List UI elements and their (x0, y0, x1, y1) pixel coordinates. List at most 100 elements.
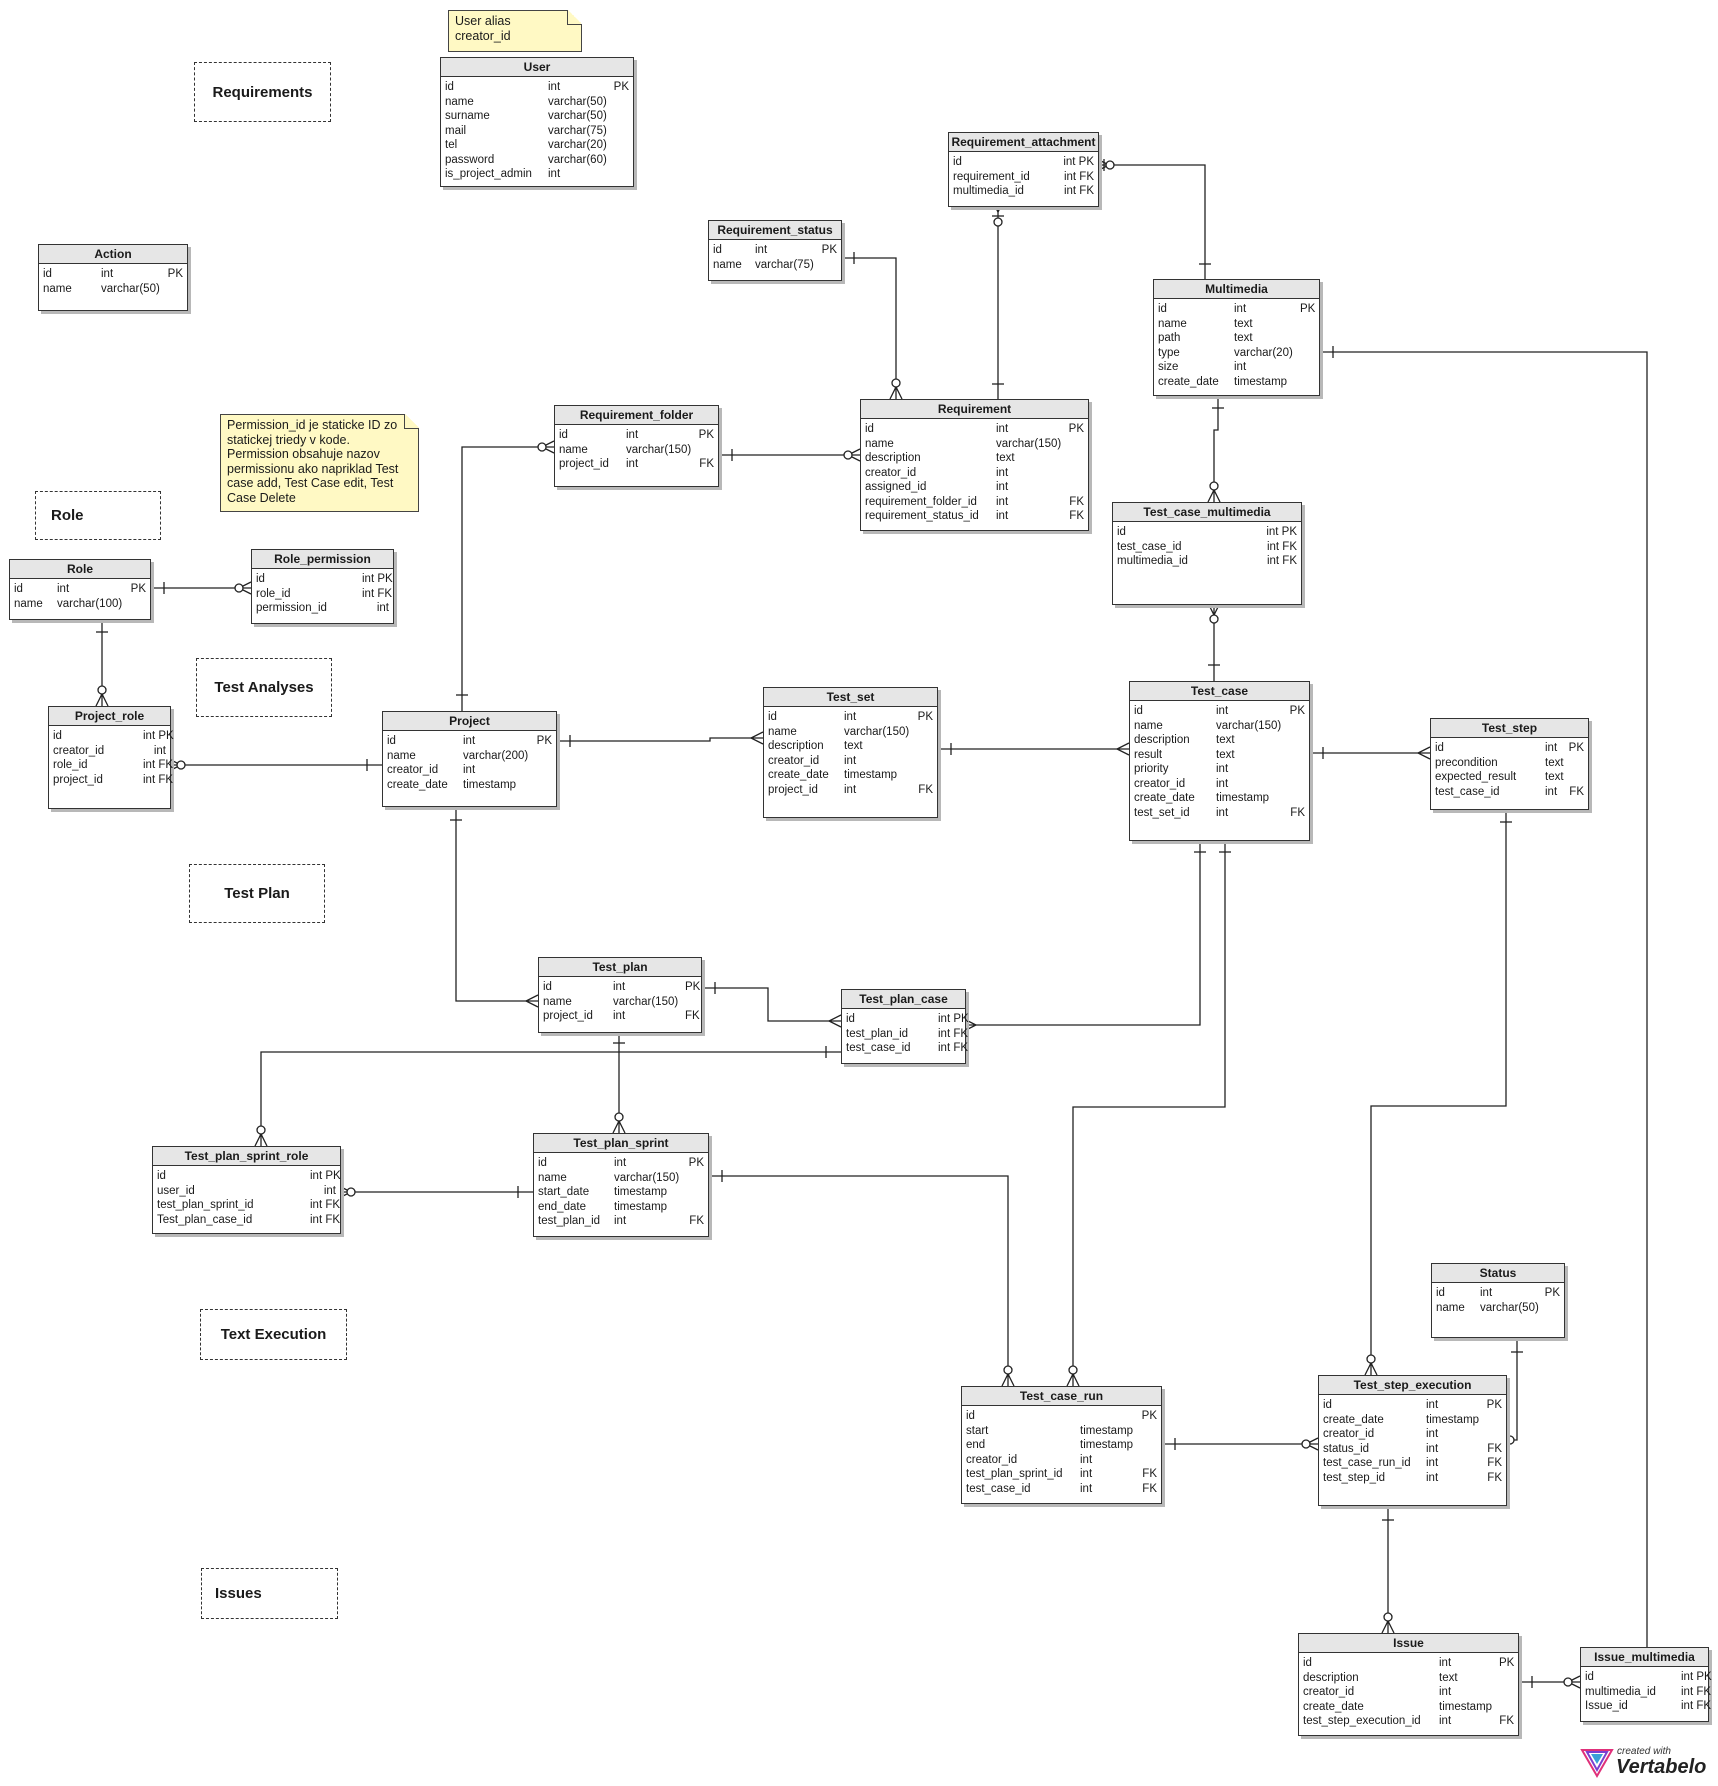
column-type (1671, 1699, 1681, 1714)
column-key: int FK (938, 1042, 969, 1054)
optional-marker (1209, 481, 1219, 491)
column-name: id (157, 1170, 166, 1182)
column-type: text (996, 452, 1015, 464)
area-test-plan[interactable]: Test Plan (189, 864, 325, 923)
area-issues[interactable]: Issues (201, 1568, 338, 1619)
column-type: int (844, 711, 857, 723)
column-key (686, 1185, 704, 1200)
column-name: path (1158, 332, 1181, 344)
column-key: PK (1300, 303, 1316, 315)
test-case-title: Test_case (1130, 682, 1309, 701)
column-type: int (1426, 1471, 1439, 1484)
column-type: timestamp (614, 1200, 668, 1213)
column-key: FK (1499, 1715, 1514, 1727)
column-name: result (1134, 748, 1163, 761)
column-key: FK (1487, 1457, 1502, 1469)
column-name: name (14, 597, 43, 610)
column-name: description (1303, 1671, 1359, 1684)
column-key: int PK (1063, 156, 1094, 168)
area-test-analyses[interactable]: Test Analyses (196, 658, 332, 717)
column-name: test_plan_id (846, 1027, 909, 1040)
column-key: FK (685, 1010, 700, 1022)
column-key (1300, 360, 1315, 375)
column-name: test_case_id (1117, 540, 1182, 553)
requirement-attachment-title: Requirement_attachment (949, 133, 1098, 152)
optional-marker (234, 583, 244, 593)
column-type (1671, 1685, 1681, 1700)
column-type: varchar(50) (101, 282, 160, 295)
column-name: password (445, 153, 495, 166)
column-name: id (1585, 1671, 1594, 1683)
column-type: text (844, 740, 863, 752)
column-type (352, 587, 362, 602)
column-type (1671, 1670, 1681, 1685)
column-type: text (1439, 1671, 1458, 1684)
column-key (686, 1171, 704, 1186)
column-key (1300, 331, 1315, 346)
optional-marker (537, 442, 547, 452)
area-role[interactable]: Role (35, 491, 161, 540)
column-name: name (1158, 317, 1187, 330)
column-name: creator_id (865, 466, 917, 479)
column-name: requirement_id (953, 170, 1030, 183)
column-key: int PK (1681, 1671, 1712, 1683)
column-key: int PK (310, 1170, 341, 1182)
column-key: PK (613, 81, 629, 93)
column-key: int FK (1681, 1700, 1712, 1712)
column-type: varchar(20) (548, 139, 607, 151)
column-type: int (1080, 1482, 1093, 1495)
column-name: create_date (1303, 1700, 1364, 1713)
area-text-execution[interactable]: Text Execution (200, 1309, 347, 1360)
area-requirements[interactable]: Requirements (194, 62, 331, 122)
column-type: timestamp (1080, 1424, 1134, 1437)
column-name: id (1303, 1657, 1312, 1669)
column-type: int (463, 735, 476, 747)
column-key (1068, 437, 1084, 452)
column-name: surname (445, 110, 490, 122)
column-name: creator_id (387, 764, 439, 776)
column-name: expected_result (1435, 771, 1517, 783)
